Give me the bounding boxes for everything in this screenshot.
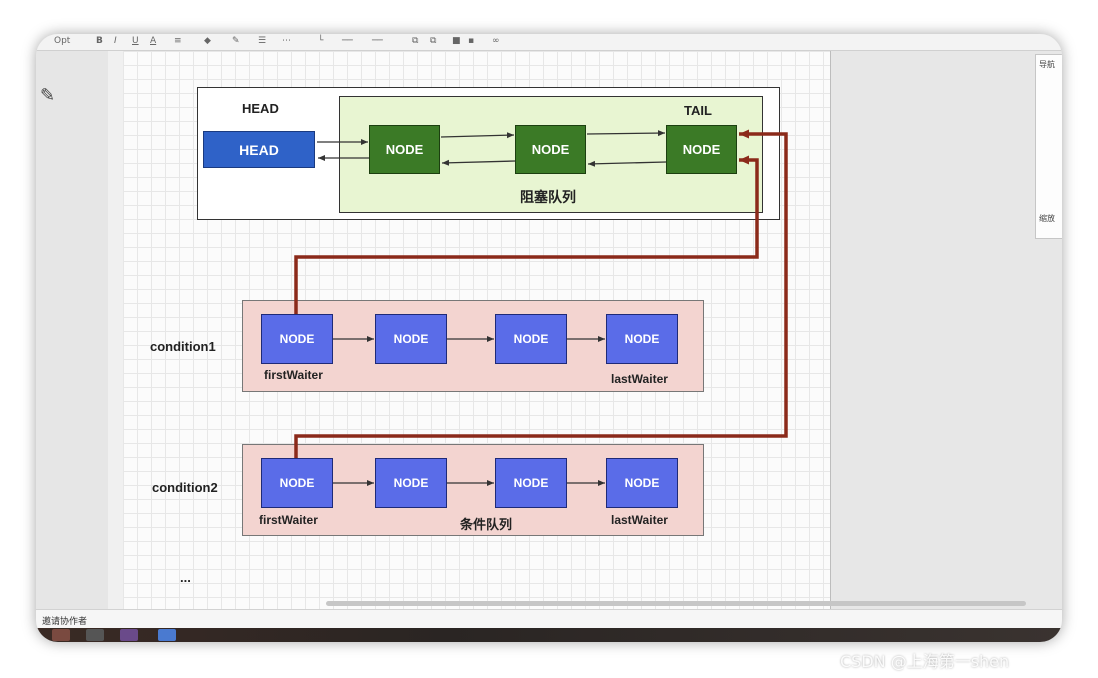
- font-size-select[interactable]: Opt: [54, 36, 71, 46]
- underline-button[interactable]: U: [132, 36, 139, 46]
- navigator-panel[interactable]: 导航 缩放: [1035, 54, 1062, 239]
- blocking-node[interactable]: NODE: [515, 125, 586, 174]
- condition2-first-waiter-label: firstWaiter: [259, 513, 318, 527]
- send-back-icon[interactable]: ⧉: [430, 36, 437, 46]
- tail-label: TAIL: [684, 103, 712, 118]
- condition1-last-waiter-label: lastWaiter: [611, 372, 668, 386]
- font-color-button[interactable]: A: [150, 36, 157, 46]
- lock-icon[interactable]: ■: [452, 36, 461, 46]
- condition1-first-waiter-label: firstWaiter: [264, 368, 323, 382]
- italic-button[interactable]: I: [114, 36, 117, 46]
- line-style-icon[interactable]: ⋯: [282, 36, 291, 46]
- condition1-node[interactable]: NODE: [375, 314, 447, 364]
- bold-button[interactable]: B: [96, 36, 103, 46]
- condition2-node[interactable]: NODE: [261, 458, 333, 508]
- toolbar: Opt B I U A ≡ ◆ ✎ ☰ ⋯ └ ── ── ⧉ ⧉ ■ ▪ ∞: [36, 34, 1062, 51]
- line-end-icon[interactable]: ──: [372, 36, 383, 46]
- pencil-icon[interactable]: ✎: [40, 85, 56, 106]
- head-node[interactable]: HEAD: [203, 131, 315, 168]
- condition2-label: condition2: [152, 480, 218, 495]
- line-width-icon[interactable]: ☰: [258, 36, 267, 46]
- taskbar-app-icon[interactable]: [158, 629, 176, 641]
- condition1-node[interactable]: NODE: [261, 314, 333, 364]
- tail-node[interactable]: NODE: [666, 125, 737, 174]
- taskbar-app-icon[interactable]: [120, 629, 138, 641]
- condition-queue-label: 条件队列: [460, 517, 513, 532]
- blocking-node[interactable]: NODE: [369, 125, 440, 174]
- line-color-icon[interactable]: ✎: [232, 36, 240, 46]
- condition2-node[interactable]: NODE: [606, 458, 678, 508]
- condition2-node[interactable]: NODE: [495, 458, 567, 508]
- taskbar-app-icon[interactable]: [52, 629, 70, 641]
- sync-head-label: HEAD: [242, 101, 279, 116]
- align-icon[interactable]: ≡: [174, 36, 182, 46]
- status-bar: 邀请协作者: [36, 609, 1062, 628]
- right-gutter: [830, 51, 1062, 617]
- ellipsis: ...: [180, 570, 191, 585]
- navigator-title: 导航: [1039, 60, 1055, 69]
- taskbar-app-icon[interactable]: [86, 629, 104, 641]
- blocking-queue-label: 阻塞队列: [520, 189, 576, 205]
- condition1-node[interactable]: NODE: [606, 314, 678, 364]
- group-icon[interactable]: ∞: [492, 36, 500, 46]
- csdn-watermark: CSDN @上海第一shen: [840, 652, 1010, 671]
- zoom-label[interactable]: 缩放: [1039, 214, 1055, 223]
- invite-collaborators-link[interactable]: 邀请协作者: [42, 617, 88, 627]
- unlock-icon[interactable]: ▪: [468, 36, 475, 46]
- condition2-last-waiter-label: lastWaiter: [611, 513, 668, 527]
- condition1-node[interactable]: NODE: [495, 314, 567, 364]
- bring-front-icon[interactable]: ⧉: [412, 36, 419, 46]
- taskbar: [36, 628, 1062, 642]
- horizontal-scrollbar[interactable]: [326, 601, 1026, 606]
- condition2-node[interactable]: NODE: [375, 458, 447, 508]
- vertical-ruler: [108, 51, 124, 617]
- fill-color-icon[interactable]: ◆: [204, 36, 211, 46]
- left-gutter: ✎: [36, 51, 108, 617]
- condition1-label: condition1: [150, 339, 216, 354]
- line-start-icon[interactable]: ──: [342, 36, 353, 46]
- connector-icon[interactable]: └: [318, 36, 324, 46]
